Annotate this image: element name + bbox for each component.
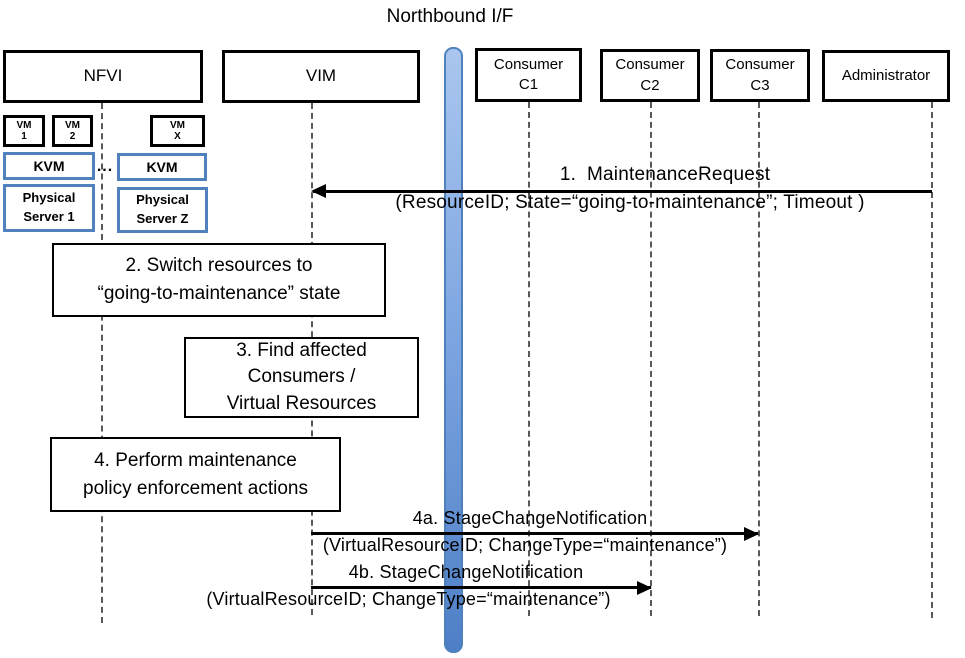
- vm1-line2: 1: [21, 131, 27, 142]
- actor-vim: VIM: [222, 50, 420, 103]
- kvm-left-label: KVM: [33, 158, 65, 174]
- physical-server-z-line1: Physical: [136, 192, 189, 208]
- actor-administrator: Administrator: [822, 50, 950, 102]
- step4-perform-maintenance-box: 4. Perform maintenance policy enforcemen…: [50, 437, 341, 512]
- northbound-if-bar: [444, 47, 463, 653]
- vm1-line1: VM: [16, 119, 32, 131]
- kvm-left-box: KVM: [3, 152, 95, 180]
- physical-server-1-box: Physical Server 1: [3, 184, 95, 232]
- message1-arrow-line: [313, 190, 932, 193]
- vm2-line2: 2: [69, 131, 76, 142]
- consumer-c3-line1: Consumer: [725, 56, 795, 74]
- consumer-c1-line1: Consumer: [493, 55, 564, 73]
- vm2-line1: VM: [65, 119, 80, 131]
- vm1-box: VM 1: [3, 115, 45, 147]
- physical-server-1-line1: Physical: [22, 190, 76, 206]
- consumer-c2-line1: Consumer: [615, 56, 685, 74]
- step4-line2: policy enforcement actions: [83, 477, 308, 499]
- step3-line3: Virtual Resources: [226, 392, 377, 414]
- actor-consumer-c3: Consumer C3: [710, 49, 810, 102]
- physical-server-z-line2: Server Z: [136, 211, 189, 226]
- physical-server-1-line2: Server 1: [23, 209, 75, 224]
- vm2-box: VM 2: [52, 115, 93, 147]
- message4a-arrowhead-right-icon: [744, 527, 759, 541]
- ellipsis-more-servers: ...: [96, 158, 114, 175]
- northbound-if-title: Northbound I/F: [386, 6, 514, 27]
- message1-arrowhead-left-icon: [311, 184, 326, 198]
- step3-line1: 3. Find affected: [236, 339, 367, 361]
- vmx-line1: VM: [170, 119, 185, 131]
- message4b-label: 4b. StageChangeNotification: [348, 562, 584, 582]
- message1-params: (ResourceID; State=“going-to-maintenance…: [395, 192, 865, 213]
- actor-consumer-c1: Consumer C1: [475, 48, 582, 102]
- administrator-label: Administrator: [841, 66, 931, 84]
- vmx-line2: X: [174, 131, 181, 142]
- message4b-params: (VirtualResourceID; ChangeType=“maintena…: [206, 589, 611, 609]
- actor-vim-label: VIM: [305, 66, 337, 86]
- consumer-c1-line2: C1: [518, 76, 539, 93]
- kvm-right-box: KVM: [117, 153, 207, 181]
- message4a-label: 4a. StageChangeNotification: [412, 508, 648, 528]
- kvm-right-label: KVM: [146, 159, 178, 175]
- message1-label: 1. MaintenanceRequest: [559, 164, 771, 185]
- actor-nfvi: NFVI: [3, 50, 203, 103]
- message4b-arrowhead-right-icon: [637, 581, 652, 595]
- lifeline-administrator: [931, 102, 933, 618]
- vmx-box: VM X: [150, 115, 205, 147]
- lifeline-consumer-c2: [650, 102, 652, 616]
- step2-switch-resources-box: 2. Switch resources to “going-to-mainten…: [52, 243, 386, 317]
- step4-line1: 4. Perform maintenance: [94, 449, 297, 471]
- step2-line1: 2. Switch resources to: [125, 255, 313, 277]
- lifeline-consumer-c3: [758, 102, 760, 616]
- step3-find-affected-box: 3. Find affected Consumers / Virtual Res…: [184, 337, 419, 418]
- lifeline-nfvi: [101, 103, 103, 623]
- actor-consumer-c2: Consumer C2: [600, 49, 700, 102]
- message4a-arrow-line: [311, 532, 758, 535]
- step3-line2: Consumers /: [247, 366, 356, 388]
- actor-nfvi-label: NFVI: [83, 66, 123, 86]
- consumer-c3-line2: C3: [750, 76, 770, 94]
- message4a-params: (VirtualResourceID; ChangeType=“maintena…: [322, 535, 728, 555]
- step2-line2: “going-to-maintenance” state: [97, 283, 341, 304]
- physical-server-z-box: Physical Server Z: [117, 187, 208, 233]
- consumer-c2-line2: C2: [640, 76, 660, 94]
- lifeline-consumer-c1: [528, 102, 530, 616]
- message4b-arrow-line: [311, 586, 651, 589]
